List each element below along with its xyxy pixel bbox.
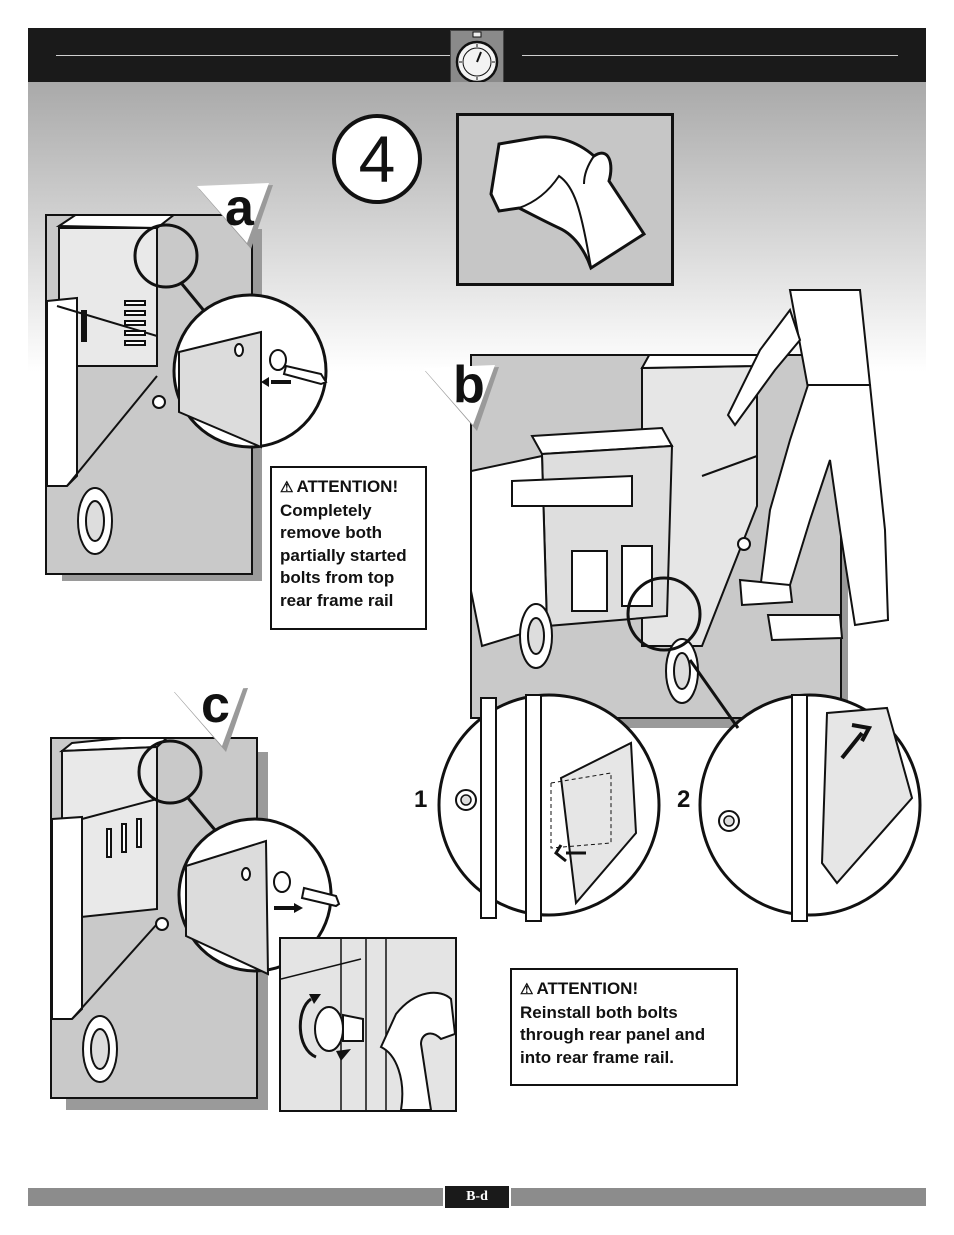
callout-leader-b: [688, 659, 740, 729]
header-rule-right: [522, 55, 898, 56]
attention-note-a: ⚠ATTENTION! Completely remove both parti…: [270, 466, 427, 630]
panel-label-b: b: [453, 356, 485, 414]
zoom-detail-2: [698, 693, 922, 922]
footer-bar-right: [511, 1188, 926, 1206]
label-triangle-a: [197, 183, 273, 249]
panel-label-a: a: [225, 179, 254, 237]
label-triangle-b: [423, 365, 499, 431]
part-illustration-box: [456, 113, 674, 286]
attention-body-a: Completely remove both partially started…: [280, 500, 407, 610]
bolt-detail-box: [279, 937, 457, 1112]
label-triangle-c: [172, 686, 248, 752]
panel-label-c: c: [201, 676, 230, 734]
warning-triangle-icon: ⚠: [280, 479, 294, 496]
stopwatch-icon: [450, 30, 504, 86]
magnify-callout-b: [626, 576, 702, 652]
zoom-bolt-a: [172, 293, 328, 449]
callout-number-2: 2: [677, 786, 691, 813]
attention-heading-c: ATTENTION!: [536, 979, 639, 998]
header-rule-left: [56, 55, 461, 56]
zoom-detail-1: [437, 693, 661, 922]
warning-triangle-icon: ⚠: [520, 981, 534, 998]
step-number: 4: [332, 114, 422, 204]
person-illustration: [726, 289, 890, 642]
grill-cart-illustration-a: [47, 216, 175, 555]
magnify-callout-c: [137, 739, 217, 831]
bolt-rotation-illustration: [281, 939, 455, 1110]
zoom-bolt-c: [177, 817, 341, 976]
bracket-part-icon: [489, 135, 647, 271]
grill-cart-illustration-c: [52, 739, 169, 1083]
magnify-callout-a: [133, 223, 207, 313]
callout-number-1: 1: [414, 786, 428, 813]
attention-heading-a: ATTENTION!: [296, 477, 399, 496]
page-number: B-d: [445, 1186, 509, 1208]
grill-cart-illustration-b: [472, 356, 760, 704]
attention-note-c: ⚠ATTENTION! Reinstall both bolts through…: [510, 968, 738, 1086]
attention-body-c: Reinstall both bolts through rear panel …: [520, 1002, 706, 1067]
footer-bar-left: [28, 1188, 443, 1206]
